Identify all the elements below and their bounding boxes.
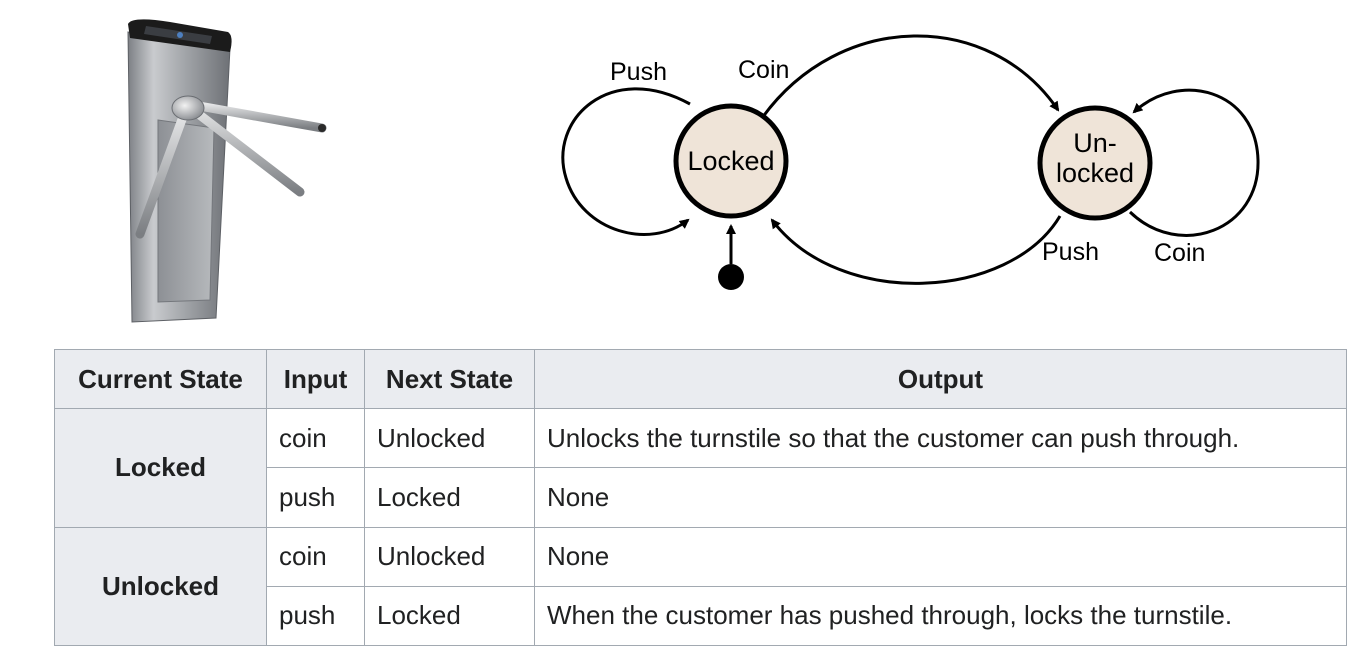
cell-output: None <box>534 526 1347 587</box>
transition-label: Coin <box>1154 239 1205 267</box>
cell-next-state: Unlocked <box>364 407 535 469</box>
cell-output: When the customer has pushed through, lo… <box>534 585 1347 647</box>
cell-input: push <box>266 585 365 647</box>
turnstile-top-cap <box>128 19 232 52</box>
table-row: push Locked When the customer has pushed… <box>55 585 1347 647</box>
header-next-state: Next State <box>364 349 535 409</box>
cell-input: coin <box>266 526 365 587</box>
transition-label: Coin <box>738 56 789 84</box>
cell-next-state: Locked <box>364 585 535 647</box>
transition-locked-to-unlocked <box>760 34 1060 119</box>
state-unlocked-label-line1: Un- <box>1073 128 1117 158</box>
turnstile-illustration <box>127 19 327 323</box>
header-current-state: Current State <box>54 349 267 409</box>
table-row: push Locked None <box>55 467 1347 528</box>
transition-unlocked-to-locked <box>770 215 1062 285</box>
header-input: Input <box>266 349 365 409</box>
table-row: Unlocked coin Unlocked None <box>54 526 1347 646</box>
row-state-unlocked: Unlocked <box>54 526 267 646</box>
cell-output: None <box>534 467 1347 528</box>
cell-input: coin <box>266 407 365 469</box>
transition-locked-self <box>561 87 691 236</box>
transition-label: Push <box>610 58 667 86</box>
state-locked-label: Locked <box>687 146 774 176</box>
table-header-row: Current State Input Next State Output <box>54 349 1347 409</box>
transition-unlocked-self <box>1128 88 1260 237</box>
turnstile-arms <box>135 95 327 239</box>
state-unlocked-label-line2: locked <box>1056 158 1134 188</box>
table-row: Locked coin Unlocked Unlocks the turnsti… <box>54 407 1347 528</box>
state-transition-table: Current State Input Next State Output Lo… <box>54 349 1347 647</box>
cell-next-state: Locked <box>364 467 535 528</box>
state-unlocked: Un- locked <box>1037 105 1153 221</box>
state-diagram: Push Coin Push Coin Locked Un- locked <box>561 34 1260 290</box>
transition-label: Push <box>1042 238 1099 266</box>
state-locked: Locked <box>673 103 789 219</box>
cell-output: Unlocks the turnstile so that the custom… <box>534 407 1347 469</box>
row-state-locked: Locked <box>54 408 267 528</box>
cell-next-state: Unlocked <box>364 526 535 587</box>
turnstile-body <box>127 31 231 323</box>
initial-state-dot <box>718 264 744 290</box>
header-output: Output <box>534 349 1347 409</box>
cell-input: push <box>266 467 365 528</box>
